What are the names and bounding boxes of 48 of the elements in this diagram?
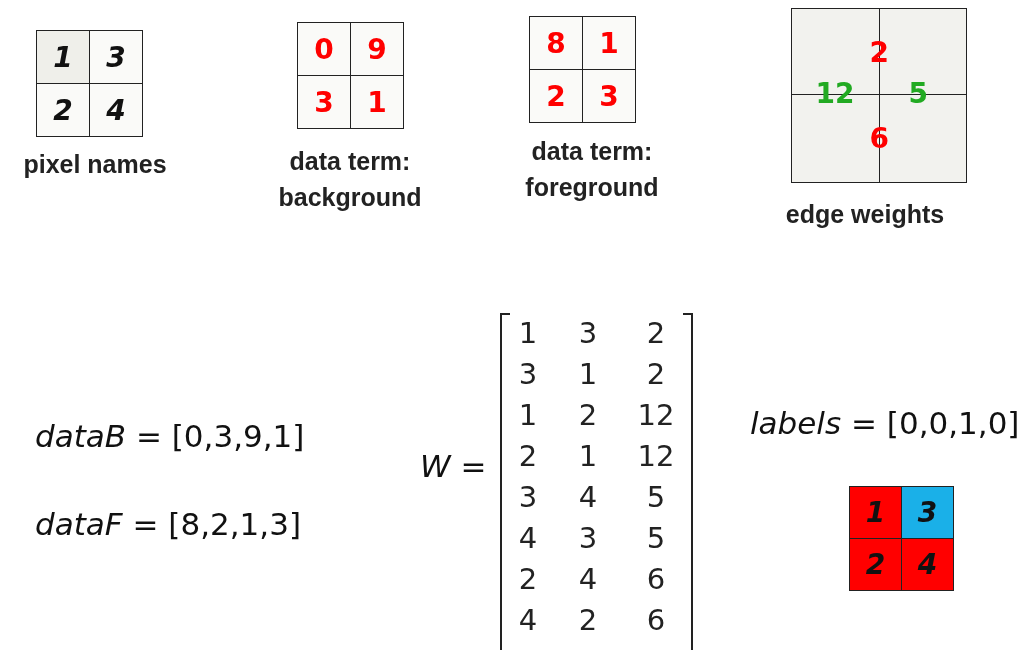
grid-cell: 1 <box>36 30 90 84</box>
matrix-entry: 5 <box>645 521 667 555</box>
matrix-entry: 2 <box>577 398 599 432</box>
grid-cell: 1 <box>849 486 902 539</box>
caption: pixel names <box>22 149 168 180</box>
grid-cell: 4 <box>89 83 143 137</box>
grid-cell: 3 <box>89 30 143 84</box>
matrix-entry: 12 <box>636 439 676 473</box>
matrix-entry: 2 <box>645 316 667 350</box>
matrix-entry: 3 <box>577 316 599 350</box>
matrix-entry: 4 <box>517 521 539 555</box>
matrix-entry: 6 <box>645 603 667 637</box>
matrix-entry: 2 <box>517 439 539 473</box>
matrix-entry: 2 <box>517 562 539 596</box>
matrix-entry: 1 <box>577 439 599 473</box>
matrix-entry: 4 <box>577 562 599 596</box>
grid-cell: 2 <box>529 69 583 123</box>
matrix-entry: 5 <box>645 480 667 514</box>
grid-cell: 3 <box>582 69 636 123</box>
equation: dataF = [8,2,1,3] <box>35 506 301 542</box>
matrix-entry: 2 <box>577 603 599 637</box>
grid-cell: 3 <box>297 75 351 129</box>
equation: dataB = [0,3,9,1] <box>35 418 305 454</box>
grid-cell: 4 <box>901 538 954 591</box>
caption: data term: background <box>277 146 423 214</box>
matrix-entry: 1 <box>577 357 599 391</box>
matrix-entry: 12 <box>636 398 676 432</box>
matrix-entry: 3 <box>577 521 599 555</box>
grid-cell: 2 <box>849 538 902 591</box>
grid-cell: 1 <box>582 16 636 70</box>
matrix-entry: 1 <box>517 316 539 350</box>
grid-cell: 8 <box>529 16 583 70</box>
caption: edge weights <box>784 199 946 230</box>
grid-cell: 0 <box>297 22 351 76</box>
matrix-entry: 1 <box>517 398 539 432</box>
matrix-entry: 4 <box>577 480 599 514</box>
matrix-entry: 3 <box>517 480 539 514</box>
grid-cell: 1 <box>350 75 404 129</box>
matrix-entry: 2 <box>645 357 667 391</box>
grid-cell: 3 <box>901 486 954 539</box>
equation: W = <box>420 448 487 484</box>
grid-cell: 2 <box>36 83 90 137</box>
equation: labels = [0,0,1,0] <box>750 405 1020 441</box>
grid-cell: 9 <box>350 22 404 76</box>
matrix-entry: 4 <box>517 603 539 637</box>
caption: data term: foreground <box>524 136 660 204</box>
matrix-entry: 6 <box>645 562 667 596</box>
matrix-entry: 3 <box>517 357 539 391</box>
